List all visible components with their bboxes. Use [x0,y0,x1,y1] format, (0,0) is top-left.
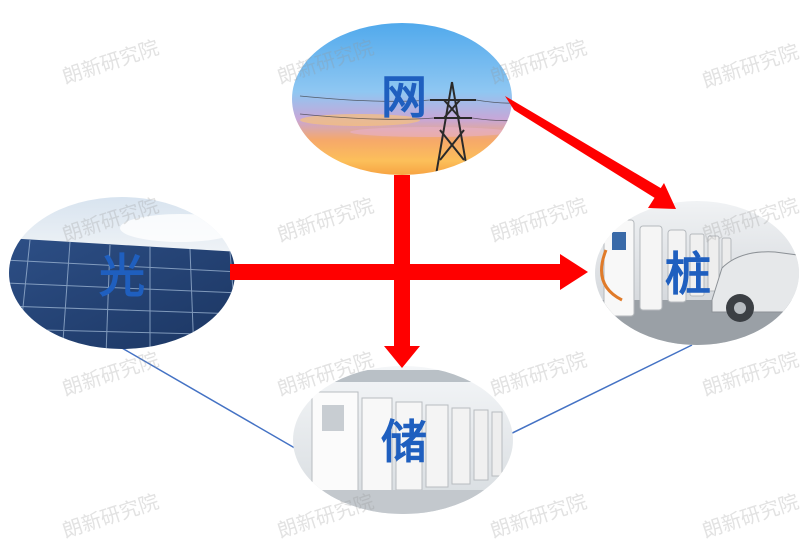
connector-charger-storage [497,344,693,441]
charger-station-icon [600,219,732,317]
connector-solar-storage [114,343,313,459]
charger-label: 桩 [665,247,711,301]
solar-node: 光 [9,197,235,349]
pylon-icon [430,81,476,175]
storage-node: 储 [293,366,513,514]
storage-label: 储 [381,415,427,469]
car-icon [711,251,799,322]
storage-cabinet-icon [311,391,503,497]
solar-label: 光 [99,249,145,303]
charger-node: 桩 [595,201,799,345]
arrow-grid-to-storage [384,175,420,368]
arrow-grid-to-charger [505,96,676,209]
grid-label: 网 [381,70,427,124]
grid-node: 网 [292,23,512,175]
